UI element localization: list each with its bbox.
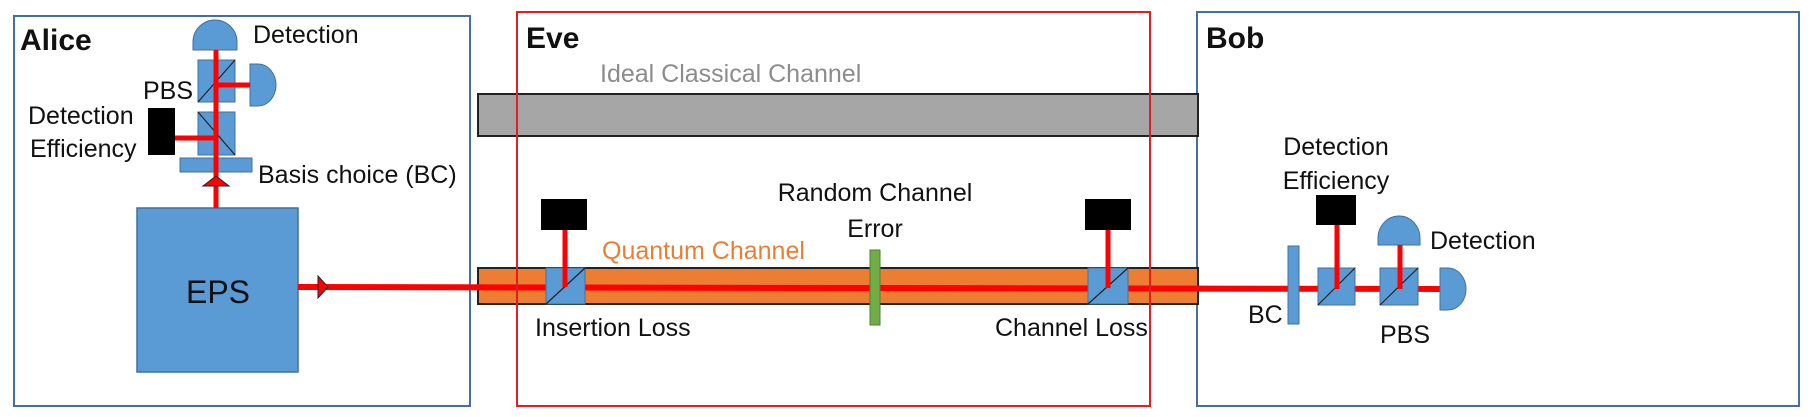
- eve-box: [516, 11, 1151, 407]
- bob-title: Bob: [1206, 22, 1264, 55]
- bob-detector-top: [1377, 215, 1421, 246]
- alice-efficiency-block: [148, 108, 175, 155]
- alice-basis-choice-label: Basis choice (BC): [258, 161, 457, 189]
- insertion-loss-label: Insertion Loss: [535, 314, 691, 342]
- alice-box: [13, 15, 471, 407]
- bob-detection-label: Detection: [1430, 227, 1536, 255]
- bob-efficiency-label-2: Efficiency: [1283, 167, 1390, 195]
- bob-bc-plate: [1287, 245, 1300, 325]
- channel-loss-block: [1085, 199, 1131, 230]
- alice-detector-top: [192, 19, 238, 51]
- alice-pbs-label: PBS: [143, 77, 193, 105]
- quantum-beam: [297, 284, 1441, 292]
- quantum-channel-label: Quantum Channel: [602, 237, 805, 265]
- random-error-label-2: Error: [847, 215, 903, 243]
- bob-detector-side: [1439, 267, 1467, 311]
- channel-loss-label: Channel Loss: [995, 314, 1148, 342]
- alice-detection-label: Detection: [253, 21, 359, 49]
- arrow-up-icon: [201, 175, 231, 187]
- random-error-label-1: Random Channel: [778, 179, 973, 207]
- alice-efficiency-label-1: Detection: [28, 102, 134, 130]
- random-error-plate: [869, 249, 881, 326]
- bob-bc-label: BC: [1248, 301, 1283, 329]
- insertion-loss-block: [541, 199, 587, 230]
- arrow-right-icon: [317, 274, 329, 300]
- bob-efficiency-block: [1316, 195, 1356, 225]
- classical-channel: [477, 93, 1199, 137]
- eps-source: [136, 207, 299, 373]
- eps-label: EPS: [186, 274, 250, 310]
- alice-efficiency-label-2: Efficiency: [30, 135, 137, 163]
- eve-title: Eve: [526, 22, 579, 55]
- bob-pbs-label: PBS: [1380, 321, 1430, 349]
- bob-box: [1196, 11, 1800, 407]
- bob-efficiency-label-1: Detection: [1283, 133, 1389, 161]
- alice-title: Alice: [20, 24, 92, 57]
- classical-channel-label: Ideal Classical Channel: [600, 60, 861, 88]
